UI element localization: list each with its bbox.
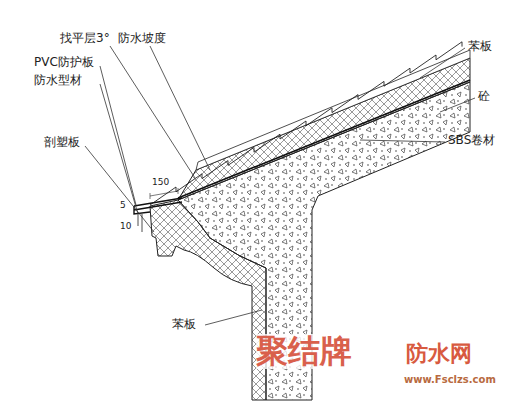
leader-label: PVC防护板 (34, 56, 94, 69)
pvc-plate (134, 198, 182, 214)
leader-label: 砼 (478, 90, 490, 103)
molding-board (150, 200, 266, 400)
leveling-layer (196, 50, 470, 170)
leader-label: SBS卷材 (448, 134, 495, 147)
sbs-membrane (178, 80, 470, 198)
leader-label: 防水坡度 (118, 32, 166, 45)
watermark: 防水网 (406, 342, 472, 366)
leader-label: 找平层3° (60, 32, 110, 45)
leader-label: 苯板 (468, 40, 492, 53)
watermark: www.Fsclzs.com (404, 374, 496, 385)
watermark: 聚结牌 (256, 334, 352, 369)
dimension-text: 5 (120, 201, 126, 211)
leader-label: 剖塑板 (44, 136, 80, 149)
leader-lines (85, 46, 475, 325)
leader-label: 防水型材 (34, 74, 82, 87)
dimension-text: 10 (120, 222, 131, 232)
dimension-line (150, 188, 178, 199)
roof-tiles (150, 42, 462, 205)
dimension-text: 150 (152, 178, 169, 188)
leader-label: 苯板 (172, 318, 196, 331)
